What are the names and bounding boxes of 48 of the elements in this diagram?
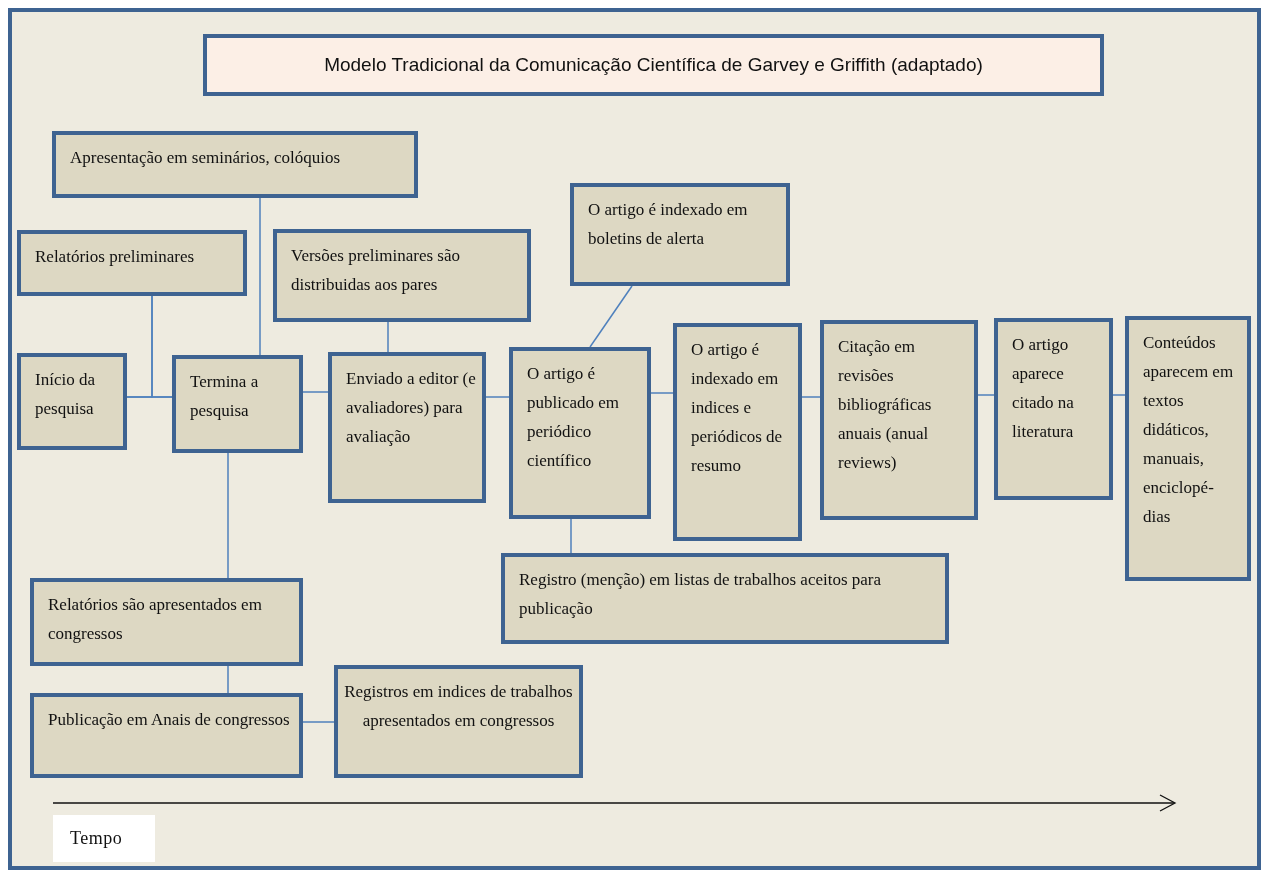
connector-line: [1112, 394, 1126, 396]
process-box: [17, 353, 127, 450]
connector-line: [650, 392, 674, 394]
box-text: Citação em revisões bibliográficas anuais (anual reviews): [838, 336, 933, 474]
box-text: O artigo é indexado em indices e periódicos de resumo: [691, 339, 784, 477]
box-text: Conteúdos aparecem em textos didáticos, manuais, enciclopé-dias: [1143, 332, 1235, 528]
process-box: [172, 355, 303, 453]
box-text: Início da pesquisa: [35, 369, 96, 420]
connector-line: [485, 396, 510, 398]
process-box: [994, 318, 1113, 500]
box-text: Relatórios preliminares: [35, 246, 196, 268]
process-box: [328, 352, 486, 503]
connector-line: [977, 394, 995, 396]
box-text: Versões preliminares são distribuidas aos pares: [291, 245, 461, 296]
box-text: Termina a pesquisa: [190, 371, 260, 422]
process-box: [17, 230, 247, 296]
connector-line: [589, 285, 633, 348]
process-box: [334, 665, 583, 778]
box-text: Apresentação em seminários, colóquios: [70, 147, 342, 169]
connector-line: [302, 721, 335, 723]
box-text: Relatórios são apresentados em congressos: [48, 594, 263, 645]
connector-line: [259, 197, 261, 356]
connector-line: [302, 391, 329, 393]
process-box: [820, 320, 978, 520]
process-box: [509, 347, 651, 519]
box-text: Publicação em Anais de congressos: [48, 709, 291, 731]
connector-line: [801, 396, 821, 398]
connector-line: [227, 452, 229, 579]
connector-line: [387, 321, 389, 353]
box-text: O artigo aparece citado na literatura: [1012, 334, 1075, 443]
box-text: O artigo é publicado em periódico científico: [527, 363, 621, 472]
box-text: O artigo é indexado em boletins de alerta: [588, 199, 749, 250]
process-box: [52, 131, 418, 198]
box-text: Enviado a editor (e avaliadores) para avaliação: [346, 368, 476, 448]
process-box: [30, 693, 303, 778]
box-text: Registro (menção) em listas de trabalhos aceitos para publicação: [519, 569, 883, 620]
connector-line: [151, 295, 173, 398]
box-text: Registros em indices de trabalhos apresentados em congressos: [344, 681, 573, 732]
process-box: [570, 183, 790, 286]
process-box: [273, 229, 531, 322]
process-box: [501, 553, 949, 644]
process-box: [673, 323, 802, 541]
connector-line: [570, 518, 572, 554]
axis-label: Tempo: [53, 815, 155, 862]
diagram-title: Modelo Tradicional da Comunicação Científica de Garvey e Griffith (adaptado): [203, 34, 1104, 96]
process-box: [30, 578, 303, 666]
connector-line: [227, 665, 229, 694]
process-box: [1125, 316, 1251, 581]
